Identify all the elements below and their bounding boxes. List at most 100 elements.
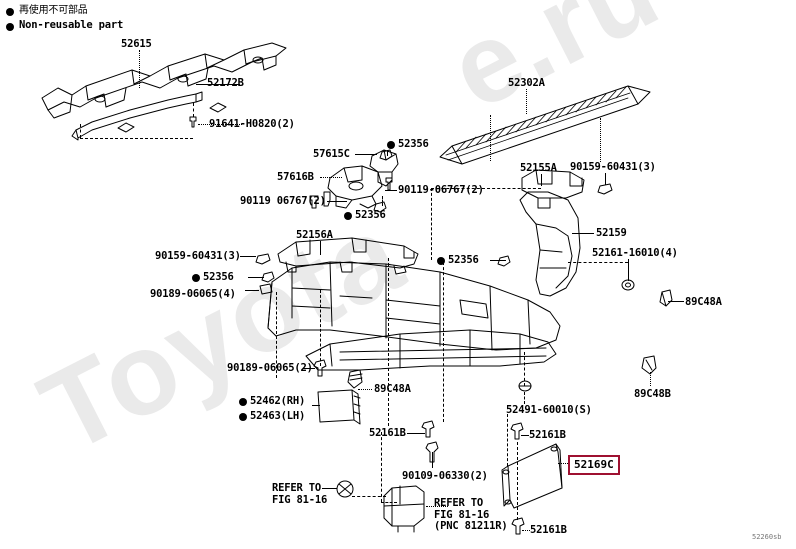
leader-57615C [355, 154, 377, 155]
leader-90109 [432, 452, 433, 468]
construction-line-10 [600, 118, 601, 162]
part-number-label[interactable]: 52172B [207, 77, 244, 89]
part-art-52302A [439, 85, 651, 165]
part-art-52491-clip [518, 380, 532, 392]
leader-52161B-3 [522, 530, 530, 531]
part-number-label[interactable]: 52161B [529, 429, 566, 441]
leader-90159-right [605, 173, 606, 185]
refer-to-label[interactable]: REFER TO FIG 81-16 [272, 482, 328, 506]
part-art-52159 [519, 191, 581, 297]
construction-line-3 [320, 290, 321, 366]
part-art-89C48A-left [347, 369, 363, 389]
leader-52615 [139, 50, 140, 88]
part-art-89C48A-right [659, 289, 673, 307]
construction-line-1 [388, 258, 389, 426]
leader-89C48B [650, 372, 651, 386]
leader-52155A [541, 174, 542, 186]
leader-91641-v [193, 103, 194, 117]
leader-52356-a [387, 150, 388, 156]
non-reusable-bullet-en [6, 23, 14, 31]
part-number-label[interactable]: 52302A [508, 77, 545, 89]
part-number-label[interactable]: 57616B [277, 171, 314, 183]
construction-line-8 [431, 188, 432, 260]
leader-89C48A-right [668, 301, 684, 302]
part-number-label[interactable]: 90119-06767(2) [398, 184, 484, 196]
leader-52356-b [382, 196, 383, 206]
non-reusable-bullet [239, 413, 247, 421]
part-number-label[interactable]: 91641-H0820(2) [209, 118, 295, 130]
refer-to-label[interactable]: REFER TO FIG 81-16 (PNC 81211R) [434, 497, 508, 532]
part-number-label[interactable]: 90159-60431(3) [570, 161, 656, 173]
construction-line-4 [276, 292, 277, 378]
leader-52169C [558, 463, 570, 464]
leader-52159 [572, 233, 594, 234]
legend-jp-note: 再使用不可部品 [19, 5, 88, 16]
part-art-90159-bolt-right [597, 183, 613, 195]
part-number-label[interactable]: 52356 [203, 271, 234, 283]
part-number-label[interactable]: 90119 06767(2) [240, 195, 326, 207]
part-art-52302A-ribs [445, 86, 631, 161]
part-number-label[interactable]: 52462(RH) [250, 395, 306, 407]
leader-52156A [320, 241, 321, 255]
watermark-text-right: e.ru [430, 0, 678, 134]
part-number-label[interactable]: 89C48B [634, 388, 671, 400]
part-art-90159-bolt-left [255, 253, 271, 265]
part-art-refer-left [336, 480, 354, 498]
part-art-52156A [277, 237, 419, 275]
part-number-label[interactable]: 52463(LH) [250, 410, 306, 422]
part-number-label[interactable]: 52356 [398, 138, 429, 150]
part-art-bumper-cover [267, 261, 561, 351]
watermark-text-left: Toyota [20, 187, 422, 478]
highlighted-part-number[interactable]: 52169C [568, 455, 620, 475]
construction-line-9 [490, 115, 491, 161]
part-art-52161-nut [621, 279, 635, 291]
leader-52161B-2 [521, 435, 529, 436]
part-number-label[interactable]: 90189-06065(2) [227, 362, 313, 374]
leader-90119-right [385, 190, 397, 191]
part-number-label[interactable]: 52356 [355, 209, 386, 221]
non-reusable-bullet [192, 274, 200, 282]
part-number-label[interactable]: 52161B [530, 524, 567, 536]
part-art-refer-right [383, 485, 425, 533]
non-reusable-bullet [437, 257, 445, 265]
leader-refer-left-dash [352, 496, 386, 497]
part-art-89C48B [641, 355, 657, 375]
part-art-52172B [71, 91, 203, 141]
leader-90159-left [240, 256, 256, 257]
leader-52161B-1 [407, 433, 425, 434]
construction-line-12 [381, 432, 382, 502]
leader-90189-2b [303, 368, 315, 369]
part-number-label[interactable]: 52155A [520, 162, 557, 174]
part-number-label[interactable]: 52159 [596, 227, 627, 239]
part-art-52462-pad [317, 389, 361, 425]
leader-52462 [312, 405, 320, 406]
part-art-57615C [369, 149, 399, 187]
part-number-label[interactable]: 52615 [121, 38, 152, 50]
leader-52172B-box-l [80, 124, 81, 138]
non-reusable-bullet [239, 398, 247, 406]
leader-52491 [524, 392, 525, 404]
part-number-label[interactable]: 52356 [448, 254, 479, 266]
part-art-52155A [521, 169, 585, 209]
part-number-label[interactable]: 90109-06330(2) [402, 470, 488, 482]
part-number-label[interactable]: 52161-16010(4) [592, 247, 678, 259]
construction-line-11 [431, 188, 541, 189]
part-number-label[interactable]: 89C48A [374, 383, 411, 395]
leader-91641 [198, 124, 242, 125]
leader-52161-dash [568, 262, 628, 263]
construction-line-13 [381, 502, 397, 503]
part-number-label[interactable]: 52161B [369, 427, 406, 439]
part-number-label[interactable]: 90189-06065(4) [150, 288, 236, 300]
construction-line-2 [443, 262, 444, 422]
construction-line-5 [524, 352, 525, 386]
part-number-label[interactable]: 89C48A [685, 296, 722, 308]
part-number-label[interactable]: 52491-60010(S) [506, 404, 592, 416]
part-number-label[interactable]: 52156A [296, 229, 333, 241]
leader-52172B-box-b [80, 138, 193, 139]
diagram-code: 52260sb [752, 533, 782, 541]
part-number-label[interactable]: 90159-60431(3) [155, 250, 241, 262]
part-number-label[interactable]: 57615C [313, 148, 350, 160]
leader-90119-left [327, 201, 347, 202]
